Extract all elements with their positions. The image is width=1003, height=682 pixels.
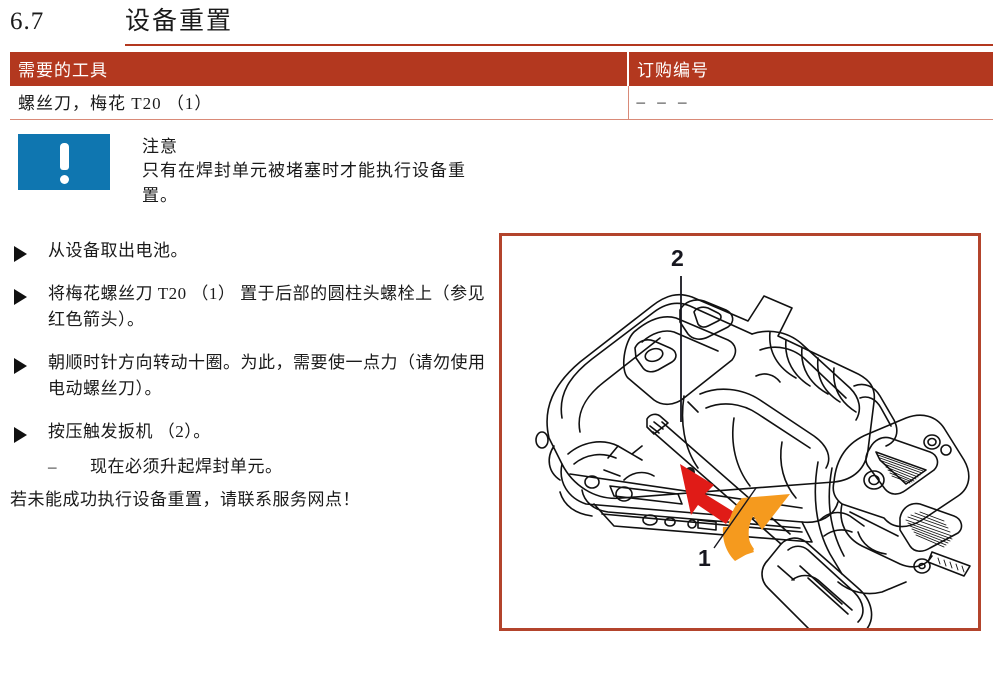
exclamation-icon [18, 134, 110, 190]
red-pointer-arrow [680, 464, 734, 524]
dash-bullet-icon: – [48, 457, 57, 476]
cell-tool-name: 螺丝刀，梅花 T20 （1） [10, 86, 628, 120]
step-text: 将梅花螺丝刀 T20 （1） 置于后部的圆柱头螺栓上（参见红色箭头）。 [48, 284, 486, 329]
notice-block: 注意 只有在焊封单元被堵塞时才能执行设备重置。 [18, 134, 488, 208]
step-text: 朝顺时针方向转动十圈。为此，需要使一点力（请勿使用电动螺丝刀）。 [48, 353, 486, 398]
table-header-row: 需要的工具 订购编号 [10, 52, 993, 86]
orange-rotation-arrow [722, 494, 790, 561]
column-header-tool: 需要的工具 [10, 52, 628, 86]
closing-note: 若未能成功执行设备重置，请联系服务网点！ [10, 490, 360, 509]
triangle-bullet-icon [8, 238, 48, 264]
sub-list-item: – 现在必须升起焊封单元。 [8, 454, 490, 480]
exclamation-dot [59, 175, 69, 184]
instruction-steps: 从设备取出电池。 将梅花螺丝刀 T20 （1） 置于后部的圆柱头螺栓上（参见红色… [8, 238, 490, 497]
list-item: 按压触发扳机 （2）。 [8, 419, 490, 445]
callout-1-label: 1 [698, 545, 711, 571]
callout-1: 1 [698, 487, 757, 571]
page-title: 设备重置 [125, 8, 234, 35]
cell-order-number: – – – [627, 86, 993, 120]
figure-strapping-tool: 2 1 [499, 233, 981, 631]
step-text: 从设备取出电池。 [48, 241, 188, 260]
list-item: 朝顺时针方向转动十圈。为此，需要使一点力（请勿使用电动螺丝刀）。 [8, 350, 490, 402]
page-heading: 6.7 设备重置 [10, 6, 993, 46]
list-item: 从设备取出电池。 [8, 238, 490, 264]
notice-body: 只有在焊封单元被堵塞时才能执行设备重置。 [142, 161, 466, 205]
list-item: 将梅花螺丝刀 T20 （1） 置于后部的圆柱头螺栓上（参见红色箭头）。 [8, 281, 490, 333]
tool-illustration: 2 1 [535, 245, 971, 628]
callout-2: 2 [671, 245, 684, 422]
triangle-bullet-icon [8, 419, 48, 445]
callout-2-label: 2 [671, 245, 684, 271]
triangle-bullet-icon [8, 281, 48, 307]
step-text: 按压触发扳机 （2）。 [48, 422, 211, 441]
heading-title-underline: 设备重置 [125, 6, 993, 46]
required-tools-table: 需要的工具 订购编号 螺丝刀，梅花 T20 （1） – – – [10, 52, 993, 120]
substep-text: 现在必须升起焊封单元。 [90, 457, 283, 476]
notice-title: 注意 [142, 137, 178, 156]
heading-section-number: 6.7 [10, 8, 45, 35]
triangle-bullet-icon [8, 350, 48, 376]
exclamation-stem [59, 143, 69, 170]
table-row: 螺丝刀，梅花 T20 （1） – – – [10, 86, 993, 120]
column-header-order-number: 订购编号 [627, 52, 993, 86]
notice-text-group: 注意 只有在焊封单元被堵塞时才能执行设备重置。 [142, 134, 488, 208]
